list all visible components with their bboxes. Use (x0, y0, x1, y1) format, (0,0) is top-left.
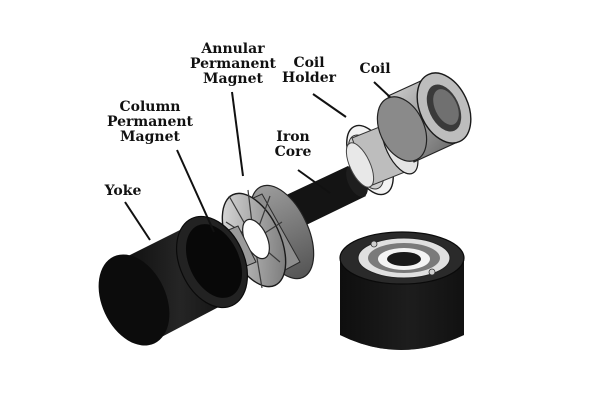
label-column-permanent-magnet: Column Permanent Magnet (100, 100, 200, 145)
label-iron-core: Iron Core (268, 130, 318, 160)
leader-coil-holder (312, 93, 347, 118)
label-line: Coil (293, 55, 325, 71)
label-line: Permanent (189, 56, 277, 72)
label-line: Magnet (120, 129, 180, 145)
label-yoke: Yoke (98, 184, 148, 199)
label-line: Coil (359, 61, 391, 77)
label-line: Magnet (203, 71, 263, 87)
leader-yoke (124, 201, 151, 241)
label-line: Permanent (106, 114, 194, 130)
label-line: Holder (282, 70, 336, 86)
leader-lines (124, 81, 391, 241)
leader-coil (373, 81, 391, 98)
label-coil-holder: Coil Holder (276, 56, 342, 86)
coil (376, 72, 472, 163)
label-coil: Coil (350, 62, 400, 77)
label-line: Core (274, 144, 312, 160)
leader-iron-core (297, 169, 331, 194)
label-annular-permanent-magnet: Annular Permanent Magnet (188, 42, 278, 87)
leader-column-magnet (176, 149, 215, 233)
annular-permanent-magnet (221, 184, 315, 289)
leader-annular-magnet (231, 91, 244, 177)
yoke (98, 215, 248, 346)
label-line: Column (119, 99, 181, 115)
label-line: Annular (201, 41, 265, 57)
label-line: Yoke (104, 183, 142, 199)
label-line: Iron (276, 129, 310, 145)
assembled-actuator (339, 231, 465, 350)
